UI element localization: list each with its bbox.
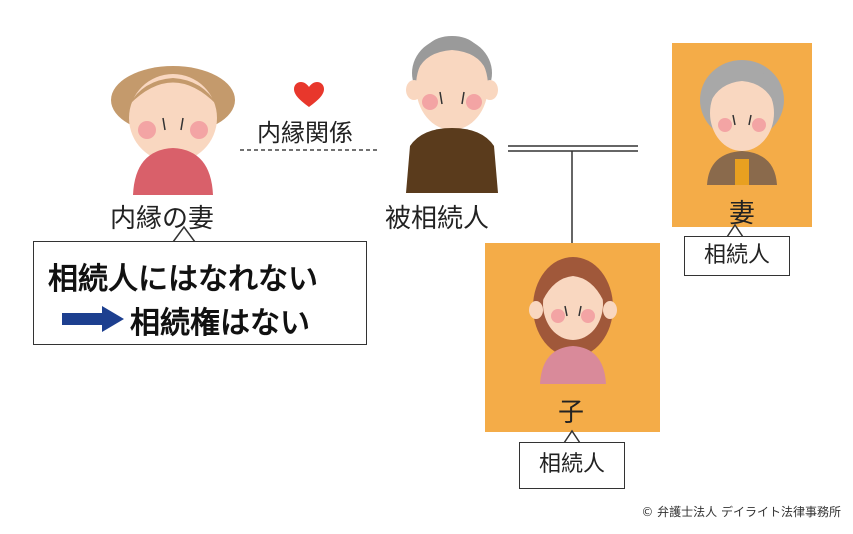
child-figure	[529, 257, 617, 384]
wife-tag-pointer	[726, 223, 744, 238]
callout-line-1: 相続人にはなれない	[48, 262, 318, 297]
callout-box: 相続人にはなれない 相続権はない	[33, 241, 367, 345]
deceased-figure	[406, 36, 498, 193]
wife-figure	[700, 60, 784, 185]
deceased-label: 被相続人	[385, 204, 490, 234]
copyright-notice: © 弁護士法人 デイライト法律事務所	[641, 505, 841, 519]
relationship-label: 内縁関係	[257, 119, 353, 147]
common-law-wife-figure	[111, 66, 235, 195]
heart-icon	[294, 82, 324, 107]
right-arrow-icon	[62, 306, 124, 332]
wife-heir-tag: 相続人	[684, 236, 790, 276]
callout-pointer	[172, 225, 196, 243]
common-law-wife-label: 内縁の妻	[110, 204, 215, 234]
child-tag-pointer	[563, 429, 581, 444]
callout-line-2: 相続権はない	[130, 306, 310, 341]
child-label: 子	[558, 398, 585, 428]
wife-label: 妻	[729, 199, 756, 229]
child-heir-tag: 相続人	[519, 442, 625, 489]
